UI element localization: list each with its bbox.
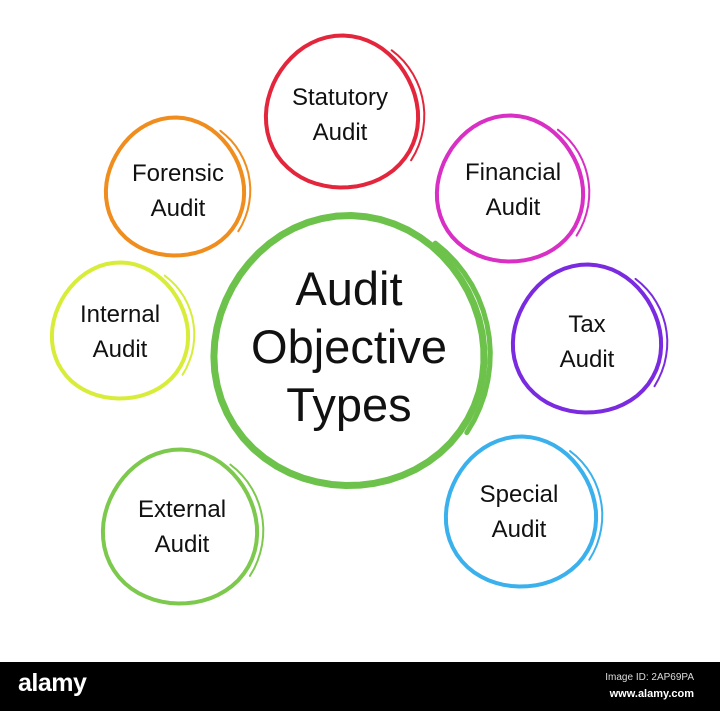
center-label: Audit Objective Types — [251, 260, 447, 434]
node-label-line-2: Audit — [485, 194, 541, 221]
ring-tail-stroke — [390, 49, 426, 162]
ring-stroke — [210, 211, 488, 490]
ring-stroke — [434, 113, 586, 264]
ring-stroke — [103, 115, 247, 258]
node-label-financial: Financial Audit — [465, 155, 561, 225]
ring-tail-stroke — [229, 463, 265, 577]
ring-forensic — [103, 115, 252, 258]
alamy-logo: alamy — [18, 669, 87, 697]
node-label-line-2: Audit — [312, 119, 368, 146]
ring-special — [443, 434, 604, 589]
node-label-line-1: Forensic — [131, 160, 225, 187]
audit-diagram: Audit Objective Types Statutory Audit Fi… — [49, 33, 669, 606]
node-label-line-2: Audit — [154, 531, 210, 558]
ring-stroke — [443, 434, 599, 589]
ring-tail-stroke — [569, 450, 604, 561]
node-label-line-1: Special — [479, 481, 559, 508]
diagram-canvas — [49, 33, 669, 606]
node-label-forensic: Forensic Audit — [132, 156, 224, 226]
ring-stroke — [263, 33, 421, 190]
center-ring — [210, 211, 493, 490]
node-label-line-1: Statutory — [291, 84, 389, 111]
node-label-line-1: Financial — [464, 159, 562, 186]
center-label-line-3: Types — [286, 378, 412, 431]
site-url-text: www.alamy.com — [609, 688, 694, 700]
node-label-line-1: External — [137, 496, 227, 523]
node-label-line-1: Tax — [568, 311, 606, 338]
ring-tail-stroke — [432, 240, 493, 436]
node-label-statutory: Statutory Audit — [292, 80, 388, 150]
ring-internal — [49, 260, 196, 401]
node-label-line-2: Audit — [559, 346, 615, 373]
ring-financial — [434, 113, 591, 264]
node-label-line-2: Audit — [491, 516, 547, 543]
watermark-bar: alamy Image ID: 2AP69PA www.alamy.com — [0, 662, 720, 711]
ring-statutory — [263, 33, 426, 190]
ring-stroke — [49, 260, 191, 401]
ring-tax — [510, 262, 669, 415]
ring-stroke — [510, 262, 664, 415]
node-label-tax: Tax Audit — [560, 307, 615, 377]
ring-tail-stroke — [219, 129, 252, 233]
ring-tail-stroke — [556, 128, 591, 237]
node-label-special: Special Audit — [480, 477, 559, 547]
ring-tail-stroke — [634, 277, 669, 388]
node-label-line-1: Internal — [79, 301, 161, 328]
node-label-external: External Audit — [138, 492, 226, 562]
node-label-internal: Internal Audit — [80, 297, 160, 367]
ring-external — [100, 447, 265, 606]
node-label-line-2: Audit — [92, 336, 148, 363]
ring-stroke — [100, 447, 260, 606]
node-label-line-2: Audit — [150, 195, 206, 222]
center-label-line-1: Audit — [295, 262, 403, 315]
center-label-line-2: Objective — [251, 320, 447, 373]
ring-tail-stroke — [163, 274, 196, 376]
image-id-text: Image ID: 2AP69PA — [605, 672, 694, 683]
